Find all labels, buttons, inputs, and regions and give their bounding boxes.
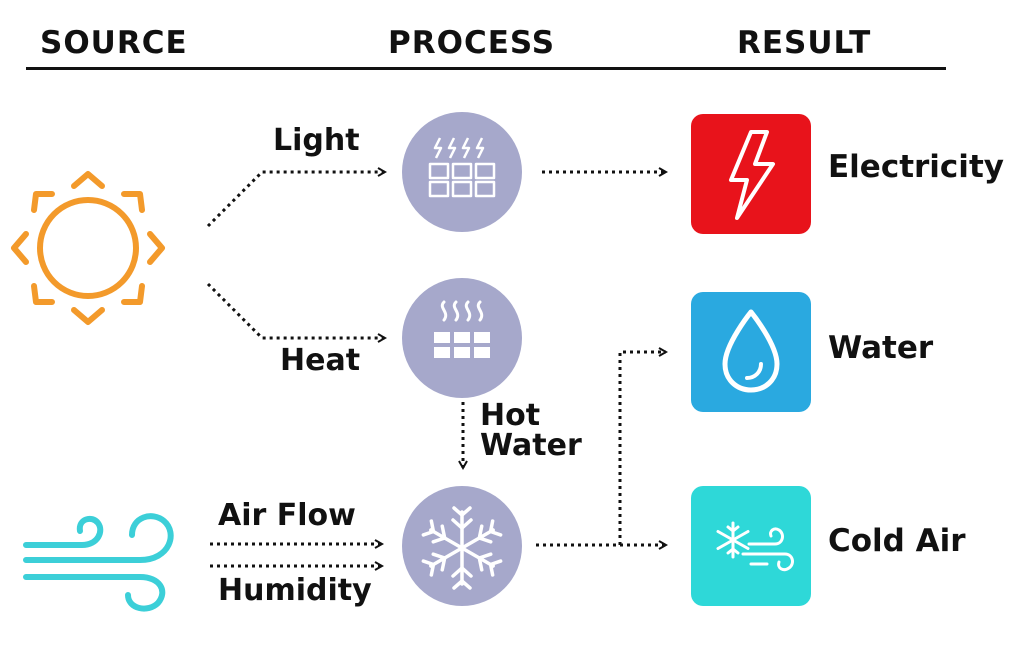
cold-air-icon <box>716 521 794 572</box>
label-humidity: Humidity <box>218 573 372 608</box>
light-connector <box>206 172 385 228</box>
header-process: PROCESS <box>388 25 556 61</box>
snowflake-icon <box>421 506 503 590</box>
label-air-flow: Air Flow <box>218 498 356 533</box>
electricity-tile <box>691 114 811 234</box>
solar-panel-process <box>402 112 522 232</box>
header-divider <box>26 67 946 70</box>
water-drop-icon <box>722 309 780 393</box>
result-electricity: Electricity <box>828 149 1004 185</box>
sun-icon <box>11 171 165 325</box>
cooling-process <box>402 486 522 606</box>
result-cold-air: Cold Air <box>828 523 966 559</box>
label-light: Light <box>273 123 360 158</box>
solar-panel-icon <box>428 137 496 198</box>
result-water: Water <box>828 330 934 366</box>
lightning-icon <box>729 130 775 220</box>
heater-icon <box>434 300 490 358</box>
wind-icon <box>23 513 174 612</box>
cold-air-tile <box>691 486 811 606</box>
water-connector <box>618 352 666 545</box>
heat-connector <box>206 282 385 338</box>
label-hot-water: Hot Water <box>480 398 582 463</box>
water-tile <box>691 292 811 412</box>
heater-process <box>402 278 522 398</box>
label-heat: Heat <box>280 343 361 378</box>
header-result: RESULT <box>737 25 872 61</box>
header-source: SOURCE <box>40 25 188 61</box>
